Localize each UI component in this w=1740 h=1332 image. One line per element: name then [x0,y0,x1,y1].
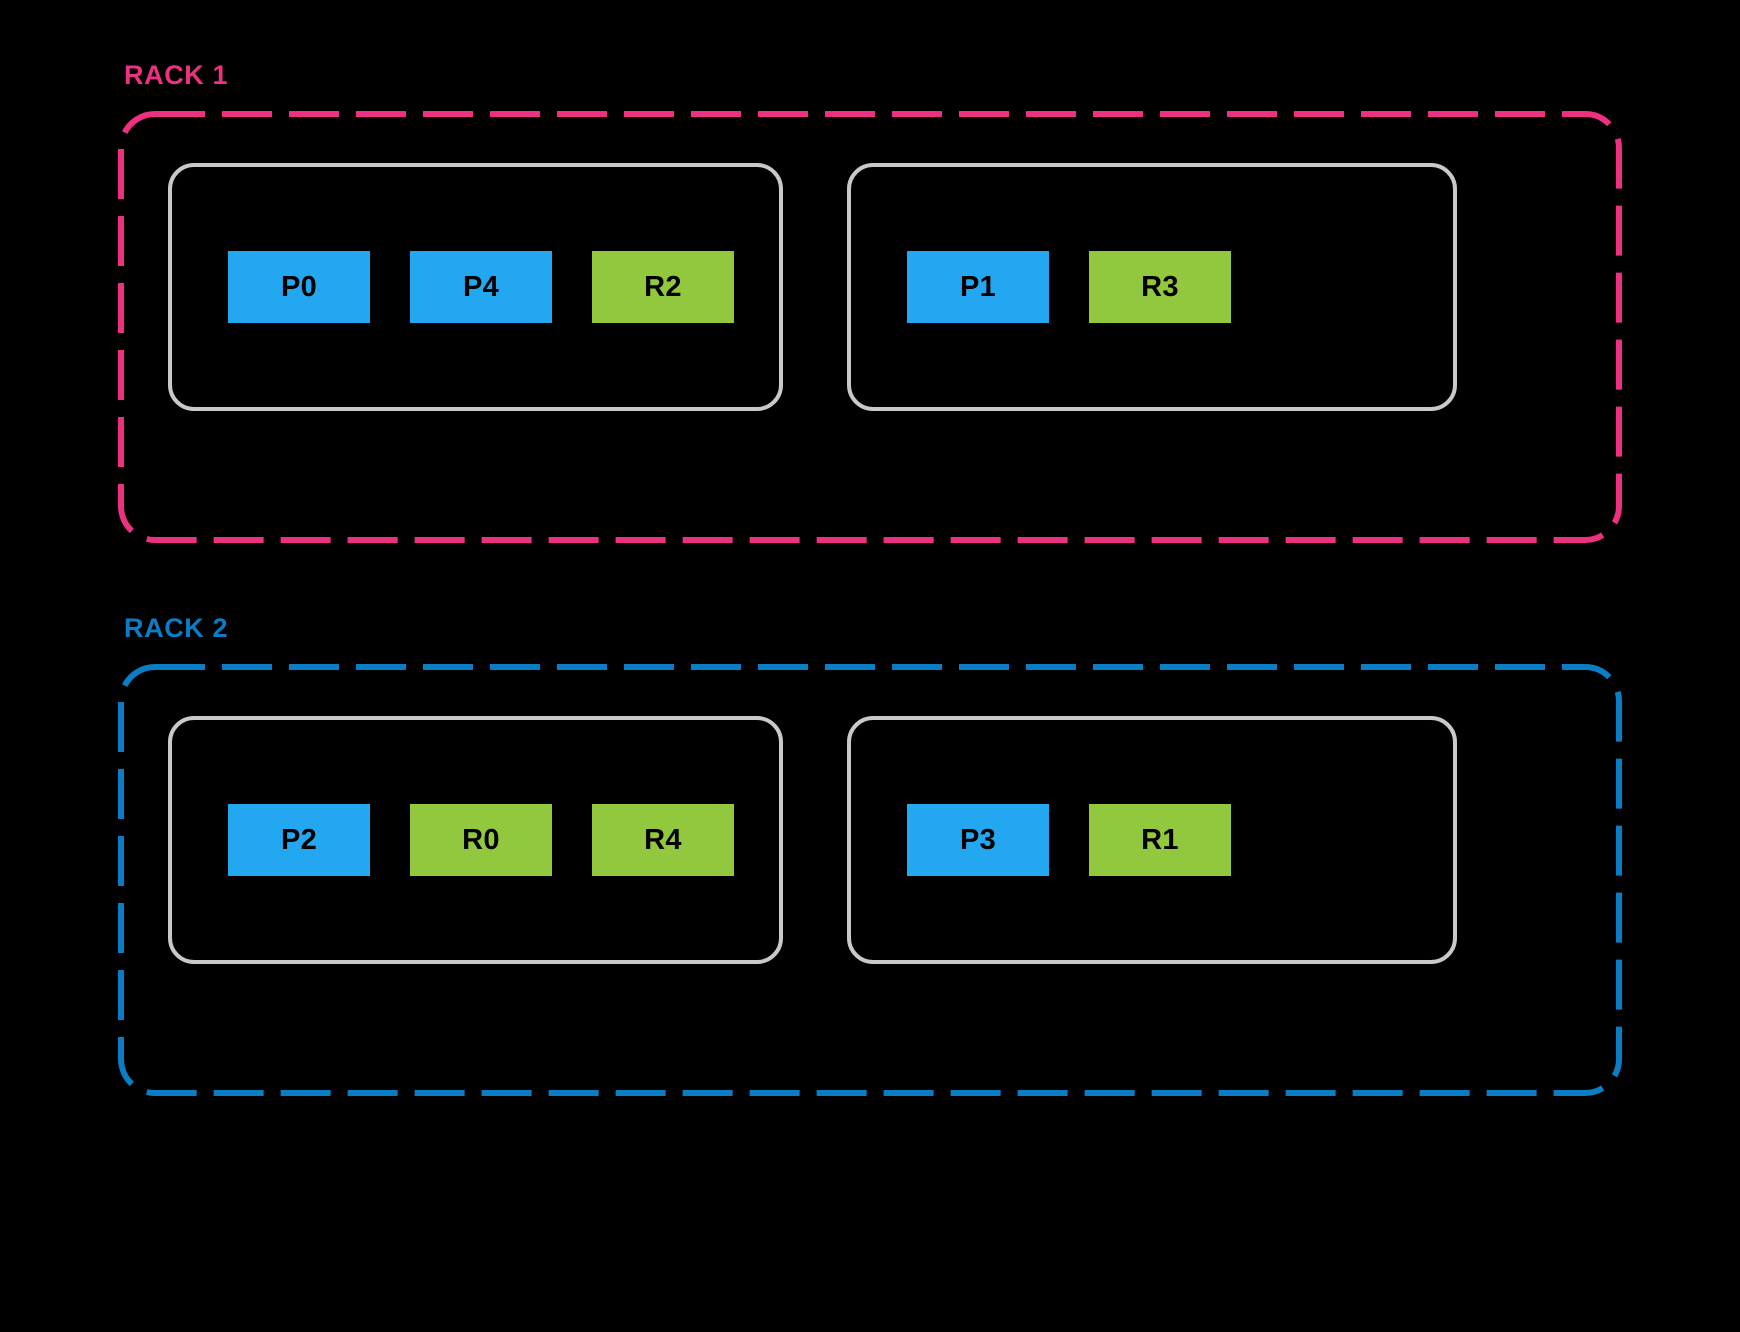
chip-r4[interactable]: R4 [592,804,734,876]
rack-2-nodes: P2 R0 R4 P3 R1 [118,664,1622,1096]
chip-label: P0 [280,270,318,303]
chip-p3[interactable]: P3 [907,804,1049,876]
node-rack2-1[interactable]: P2 R0 R4 [168,716,783,964]
chip-label: P3 [959,823,997,856]
chip-label: P4 [462,270,500,303]
rack-1-boundary: P0 P4 R2 P1 R3 [118,111,1622,543]
rack-1-nodes: P0 P4 R2 P1 R3 [118,111,1622,543]
chip-r0[interactable]: R0 [410,804,552,876]
chip-label: R1 [1141,823,1179,856]
chip-r1[interactable]: R1 [1089,804,1231,876]
chip-label: R0 [462,823,500,856]
rack-2-boundary: P2 R0 R4 P3 R1 [118,664,1622,1096]
chip-label: P2 [280,823,318,856]
chip-label: P1 [959,270,997,303]
chip-label: R3 [1141,270,1179,303]
rack-group-2: RACK 2 P2 R0 R4 [118,615,1622,1096]
chip-label: R2 [644,270,682,303]
chip-p4[interactable]: P4 [410,251,552,323]
rack-1-label: RACK 1 [124,60,229,90]
chip-p1[interactable]: P1 [907,251,1049,323]
chip-label: R4 [644,823,682,856]
chip-r3[interactable]: R3 [1089,251,1231,323]
chip-r2[interactable]: R2 [592,251,734,323]
node-rack1-2[interactable]: P1 R3 [847,163,1457,411]
chip-p0[interactable]: P0 [228,251,370,323]
rack-2-label: RACK 2 [124,613,229,643]
node-rack2-2[interactable]: P3 R1 [847,716,1457,964]
node-rack1-1[interactable]: P0 P4 R2 [168,163,783,411]
chip-p2[interactable]: P2 [228,804,370,876]
rack-group-1: RACK 1 P0 P4 R2 [118,62,1622,543]
